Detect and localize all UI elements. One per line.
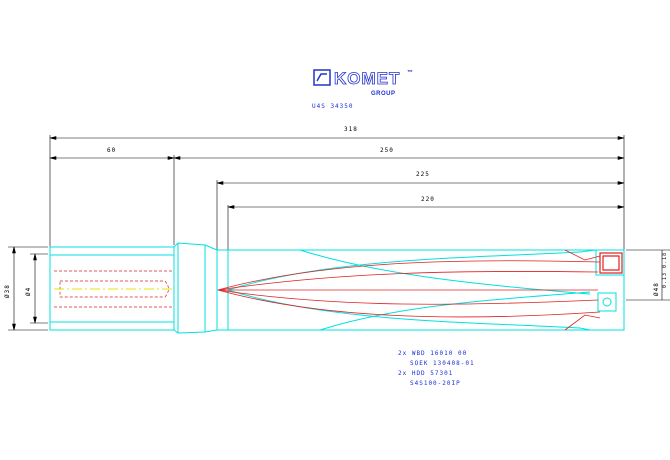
- dim-tip-diameter: Ø48: [653, 282, 660, 296]
- tool-outline: [49, 242, 625, 334]
- parts-list-item: 2x WBD 16010 00: [398, 350, 467, 357]
- dim-length-225: 225: [416, 171, 430, 178]
- parts-list-item: 2x HDD 57301: [398, 370, 453, 377]
- dim-shank-diameter: Ø38: [4, 284, 11, 298]
- dim-shank-length: 60: [107, 147, 116, 154]
- komet-logo-mark-icon: [313, 69, 331, 86]
- dim-tip-tolerance: 0.13 0.18: [662, 252, 668, 288]
- parts-list-item: S4S100-20IP: [410, 380, 461, 387]
- komet-logo: KOMET ™ GROUP: [313, 69, 414, 97]
- logo-brand: KOMET: [334, 69, 400, 88]
- insert-red: [599, 252, 623, 274]
- logo-group: GROUP: [371, 91, 396, 97]
- dim-inner-diameter: Ø4: [25, 287, 32, 296]
- drawing-number: U4S 34350: [312, 103, 354, 110]
- dim-body-length: 250: [380, 147, 394, 154]
- dim-length-220: 220: [421, 196, 435, 203]
- parts-list-item: SOEK 130408-01: [410, 360, 475, 367]
- parts-list: 2x WBD 16010 00 SOEK 130408-01 2x HDD 57…: [398, 350, 475, 387]
- coolant-channels: [217, 249, 601, 331]
- hidden-lines: [54, 270, 174, 308]
- logo-trademark: ™: [407, 69, 414, 76]
- dimension-lines: [8, 135, 670, 331]
- dim-overall-length: 318: [344, 126, 358, 133]
